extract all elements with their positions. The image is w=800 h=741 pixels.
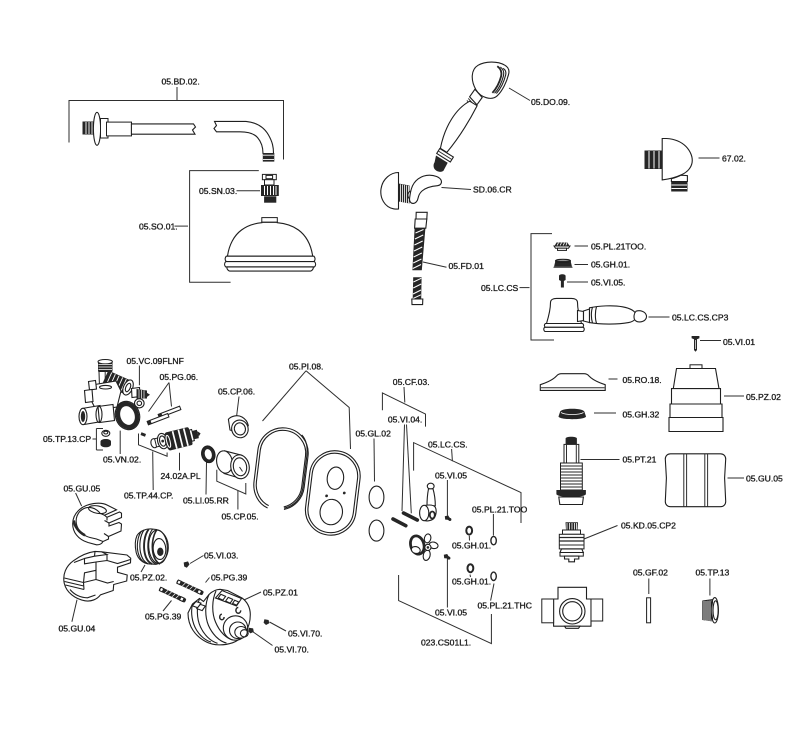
svg-text:05.VI.01: 05.VI.01 xyxy=(723,337,755,347)
svg-text:05.PL.21TOO.: 05.PL.21TOO. xyxy=(591,242,646,252)
svg-text:05.DO.09.: 05.DO.09. xyxy=(531,97,570,107)
svg-text:05.GL.02: 05.GL.02 xyxy=(356,428,392,438)
svg-text:05.GH.32: 05.GH.32 xyxy=(623,410,660,420)
svg-text:05.PZ.01: 05.PZ.01 xyxy=(263,587,298,597)
svg-text:24.02A.PL: 24.02A.PL xyxy=(161,471,201,481)
svg-text:05.LI.05.RR: 05.LI.05.RR xyxy=(183,496,229,506)
svg-text:05.GH.01.: 05.GH.01. xyxy=(452,576,491,586)
svg-text:05.VI.04.: 05.VI.04. xyxy=(388,414,422,424)
svg-text:05.VI.70.: 05.VI.70. xyxy=(275,645,309,655)
svg-text:67.02.: 67.02. xyxy=(722,154,746,164)
svg-text:05.CP.05.: 05.CP.05. xyxy=(222,512,259,522)
svg-text:05.PI.08.: 05.PI.08. xyxy=(289,361,323,371)
svg-text:05.VI.70.: 05.VI.70. xyxy=(288,629,322,639)
svg-text:05.TP.13: 05.TP.13 xyxy=(696,568,730,578)
svg-text:05.VI.05.: 05.VI.05. xyxy=(591,278,625,288)
svg-text:05.CF.03.: 05.CF.03. xyxy=(393,377,430,387)
svg-text:05.VI.05: 05.VI.05 xyxy=(435,470,467,480)
svg-text:05.LC.CS.CP3: 05.LC.CS.CP3 xyxy=(672,313,729,323)
svg-text:05.PT.21: 05.PT.21 xyxy=(623,455,657,465)
svg-text:05.VN.02.: 05.VN.02. xyxy=(103,455,141,465)
svg-text:05.PL.21.TOO: 05.PL.21.TOO xyxy=(472,504,528,514)
svg-text:05.LC.CS: 05.LC.CS xyxy=(481,283,519,293)
svg-text:05.KD.05.CP2: 05.KD.05.CP2 xyxy=(621,521,676,531)
svg-text:05.SO.01.: 05.SO.01. xyxy=(139,222,178,232)
svg-text:05.PG.39: 05.PG.39 xyxy=(211,573,248,583)
svg-text:05.RO.18.: 05.RO.18. xyxy=(623,375,662,385)
svg-text:05.GU.05: 05.GU.05 xyxy=(64,483,101,493)
svg-text:05.GF.02: 05.GF.02 xyxy=(633,568,668,578)
svg-text:023.CS01L1.: 023.CS01L1. xyxy=(421,637,471,647)
svg-text:05.LC.CS.: 05.LC.CS. xyxy=(428,439,468,449)
svg-text:05.PL.21.THC: 05.PL.21.THC xyxy=(478,600,532,610)
svg-text:05.GH.01.: 05.GH.01. xyxy=(591,260,630,270)
svg-text:05.BD.02.: 05.BD.02. xyxy=(162,77,200,87)
svg-text:05.VC.09FLNF: 05.VC.09FLNF xyxy=(127,356,184,366)
svg-text:05.GU.05: 05.GU.05 xyxy=(746,474,783,484)
svg-text:SD.06.CR: SD.06.CR xyxy=(473,185,512,195)
svg-text:05.PG.06.: 05.PG.06. xyxy=(160,372,199,382)
svg-text:05.GU.04: 05.GU.04 xyxy=(59,624,96,634)
svg-text:05.TP.44.CP.: 05.TP.44.CP. xyxy=(124,491,173,501)
svg-text:05.SN.03.: 05.SN.03. xyxy=(199,186,237,196)
svg-text:05.GH.01.: 05.GH.01. xyxy=(452,541,491,551)
svg-text:05.CP.06.: 05.CP.06. xyxy=(218,387,255,397)
svg-text:05.PZ.02: 05.PZ.02 xyxy=(746,392,781,402)
svg-text:05.FD.01: 05.FD.01 xyxy=(449,261,485,271)
svg-text:05.VI.03.: 05.VI.03. xyxy=(204,550,238,560)
svg-text:05.PZ.02.: 05.PZ.02. xyxy=(130,573,167,583)
svg-text:05.VI.05: 05.VI.05 xyxy=(435,607,467,617)
svg-text:05.TP.13.CP: 05.TP.13.CP xyxy=(43,434,91,444)
svg-text:05.PG.39: 05.PG.39 xyxy=(145,612,182,622)
